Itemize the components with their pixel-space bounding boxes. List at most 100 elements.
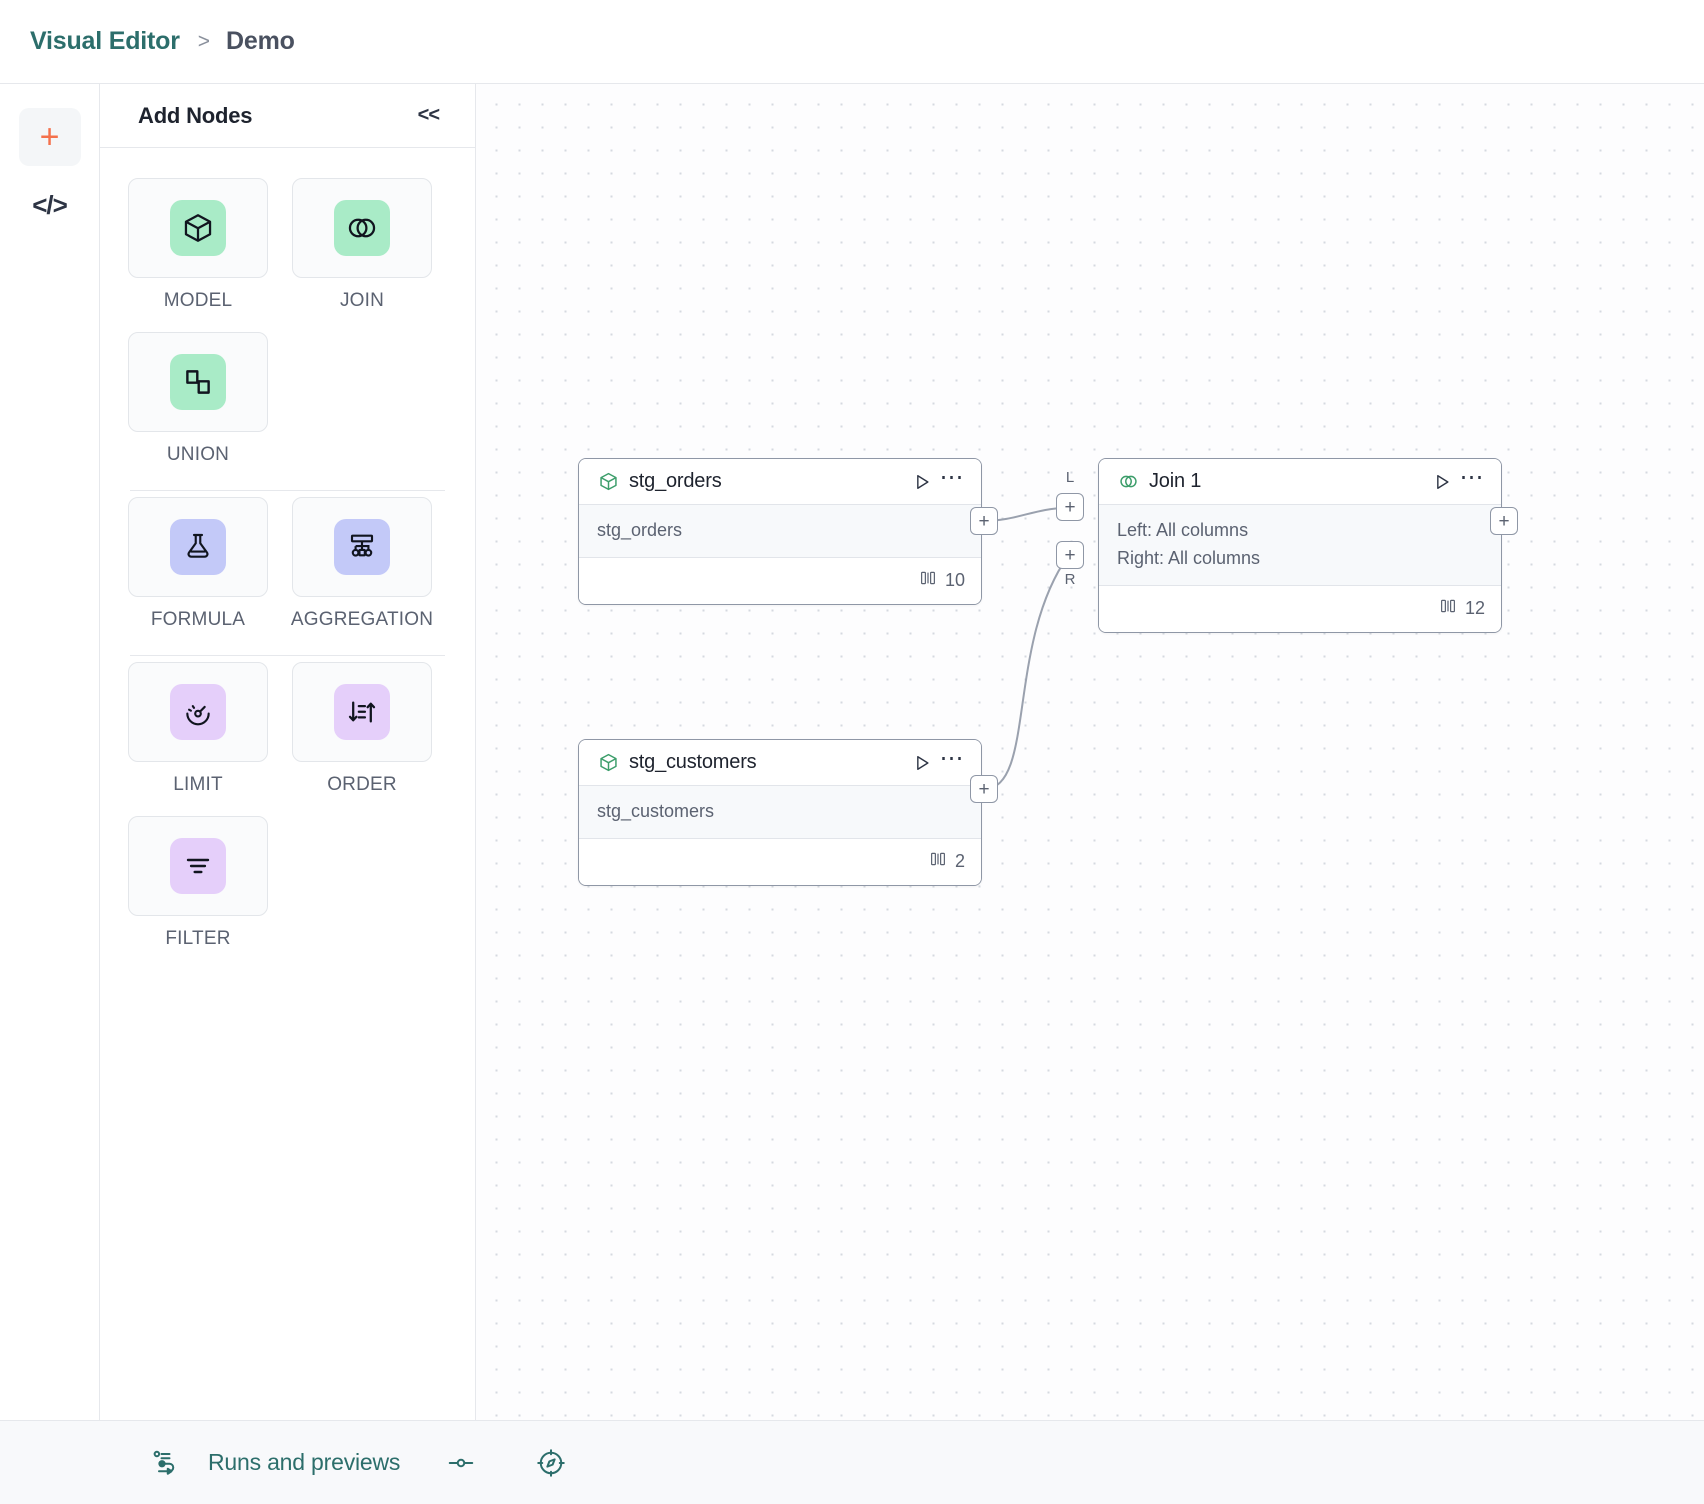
node-label-filter: FILTER: [165, 928, 231, 949]
cube-icon: [597, 752, 619, 774]
node-palette-item-limit[interactable]: LIMIT: [128, 662, 268, 796]
node-label-model: MODEL: [163, 290, 233, 311]
node-palette-item-filter[interactable]: FILTER: [128, 816, 268, 950]
code-view-rail-button[interactable]: </>: [19, 176, 81, 234]
node-palette-item-model[interactable]: MODEL: [128, 178, 268, 312]
columns-icon: [1439, 597, 1457, 620]
node-palette-item-join[interactable]: JOIN: [292, 178, 432, 312]
flow-node-body: Left: All columns Right: All columns: [1099, 505, 1501, 586]
node-label-formula: FORMULA: [150, 609, 246, 630]
collapse-panel-button[interactable]: <<: [417, 104, 440, 126]
flow-node-header[interactable]: stg_orders ⋯: [579, 459, 981, 505]
add-node-rail-button[interactable]: +: [18, 108, 81, 166]
flow-node-row-left: Left: All columns: [1117, 520, 1249, 540]
flow-node-title: stg_orders: [629, 470, 722, 492]
bottom-bar-controls: Runs and previews: [100, 1448, 566, 1478]
edge-stgcustomers-to-join-right: [983, 555, 1069, 790]
add-nodes-panel-header: Add Nodes <<: [100, 84, 475, 148]
flask-icon: [170, 519, 226, 575]
bottom-bar: Runs and previews: [0, 1420, 1704, 1504]
cube-icon: [597, 471, 619, 493]
play-icon[interactable]: [907, 748, 937, 778]
flow-node-stg-orders[interactable]: stg_orders ⋯ stg_orders: [578, 458, 982, 605]
venn-icon: [334, 200, 390, 256]
node-label-aggregation: AGGREGATION: [290, 609, 434, 630]
columns-count-badge: 2: [929, 850, 965, 873]
node-tile-aggregation[interactable]: [292, 497, 432, 597]
breadcrumb-separator: >: [197, 29, 211, 53]
flow-node-row: stg_orders: [597, 520, 683, 540]
node-tile-union[interactable]: [128, 332, 268, 432]
port-tag-right: R: [1064, 571, 1076, 588]
runs-and-previews-button[interactable]: Runs and previews: [208, 1449, 401, 1475]
cube-icon: [170, 200, 226, 256]
flow-node-title: Join 1: [1149, 470, 1202, 492]
gauge-icon: [170, 684, 226, 740]
columns-count-value: 10: [944, 570, 965, 591]
node-group-refiners: LIMIT ORDER: [128, 662, 447, 950]
port-tag-left: L: [1065, 469, 1075, 486]
flow-node-footer: 10: [579, 557, 981, 604]
node-label-limit: LIMIT: [173, 774, 223, 795]
flow-node-footer: 2: [579, 838, 981, 885]
play-icon[interactable]: [1427, 467, 1457, 497]
add-nodes-panel: Add Nodes <<: [100, 84, 476, 1420]
compass-icon[interactable]: [536, 1448, 566, 1478]
flow-node-body: stg_customers: [579, 786, 981, 839]
port-input-join-right[interactable]: +: [1056, 541, 1084, 569]
flow-node-row: stg_customers: [597, 801, 715, 821]
add-nodes-panel-body: MODEL JOIN: [100, 148, 475, 950]
port-output-join-1[interactable]: +: [1490, 507, 1518, 535]
node-label-union: UNION: [166, 444, 230, 465]
play-icon[interactable]: [907, 467, 937, 497]
union-shapes-icon: [170, 354, 226, 410]
flow-node-row-right: Right: All columns: [1117, 547, 1261, 568]
flow-node-header[interactable]: Join 1 ⋯: [1099, 459, 1501, 505]
node-palette-item-formula[interactable]: FORMULA: [128, 497, 268, 631]
code-icon: </>: [32, 189, 68, 220]
venn-icon: [1117, 471, 1139, 493]
node-tile-join[interactable]: [292, 178, 432, 278]
ellipsis-icon[interactable]: ⋯: [939, 744, 965, 772]
port-output-stg-customers[interactable]: +: [970, 775, 998, 803]
slider-icon[interactable]: [446, 1448, 476, 1478]
port-input-join-left[interactable]: +: [1056, 493, 1084, 521]
node-palette-item-union[interactable]: UNION: [128, 332, 268, 466]
node-palette-item-order[interactable]: ORDER: [292, 662, 432, 796]
flow-node-join-1[interactable]: Join 1 ⋯ Left: All columns Right: All co…: [1098, 458, 1502, 633]
columns-icon: [929, 850, 947, 873]
panel-divider-1: [130, 490, 445, 491]
editor-body: + </> Add Nodes <<: [0, 84, 1704, 1420]
node-tile-filter[interactable]: [128, 816, 268, 916]
ellipsis-icon[interactable]: ⋯: [939, 463, 965, 491]
breadcrumb-current: Demo: [226, 27, 295, 55]
ellipsis-icon[interactable]: ⋯: [1459, 463, 1485, 491]
flow-canvas[interactable]: stg_orders ⋯ stg_orders: [476, 84, 1704, 1420]
columns-icon: [919, 569, 937, 592]
flow-node-header[interactable]: stg_customers ⋯: [579, 740, 981, 786]
node-label-join: JOIN: [339, 290, 385, 311]
node-tile-model[interactable]: [128, 178, 268, 278]
port-output-stg-orders[interactable]: +: [970, 507, 998, 535]
columns-count-badge: 12: [1439, 597, 1485, 620]
flow-node-body: stg_orders: [579, 505, 981, 558]
flow-node-stg-customers[interactable]: stg_customers ⋯ stg_customers: [578, 739, 982, 886]
node-palette-item-aggregation[interactable]: AGGREGATION: [290, 497, 434, 631]
node-label-order: ORDER: [327, 774, 397, 795]
node-tile-order[interactable]: [292, 662, 432, 762]
node-tile-formula[interactable]: [128, 497, 268, 597]
breadcrumb-root-link[interactable]: Visual Editor: [30, 27, 180, 55]
columns-count-value: 2: [954, 851, 965, 872]
columns-count-value: 12: [1464, 598, 1485, 619]
flow-node-footer: 12: [1099, 585, 1501, 632]
breadcrumb: Visual Editor > Demo: [0, 0, 1704, 84]
sort-icon: [334, 684, 390, 740]
filter-icon: [170, 838, 226, 894]
panel-divider-2: [130, 655, 445, 656]
panel-title: Add Nodes: [138, 102, 253, 128]
pipeline-icon[interactable]: [150, 1448, 180, 1478]
flow-node-title: stg_customers: [629, 751, 757, 773]
node-tile-limit[interactable]: [128, 662, 268, 762]
hierarchy-icon: [334, 519, 390, 575]
